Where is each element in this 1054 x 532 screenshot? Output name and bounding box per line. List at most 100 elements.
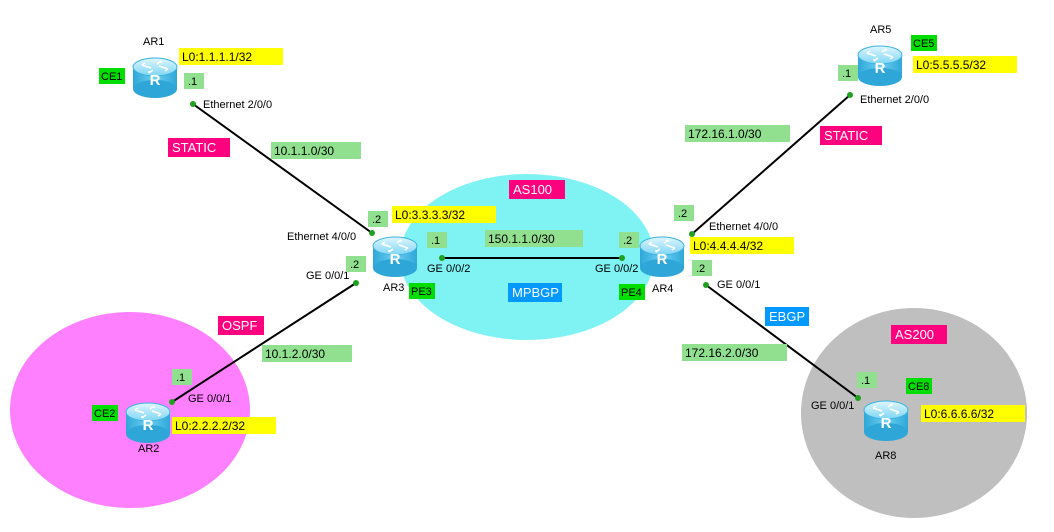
loopback-tag-ar4: L0:4.4.4.4/32: [690, 237, 794, 254]
interface-label-ar1-eth: Ethernet 2/0/0: [203, 99, 272, 111]
svg-text:.1: .1: [431, 235, 440, 247]
router-symbol: R: [875, 60, 886, 77]
ebgp-label: EBGP: [765, 307, 809, 326]
link-ar4-ar5: [691, 94, 851, 235]
port-dot: [369, 230, 375, 236]
svg-text:.1: .1: [176, 372, 185, 384]
subnet-tag-ar1-ar3: 10.1.1.0/30: [271, 142, 361, 159]
static-label-right: STATIC: [820, 126, 882, 145]
role-tag-ar1: CE1: [99, 68, 125, 84]
host-tag-ar8: .1: [857, 372, 877, 388]
port-dot: [847, 92, 853, 98]
loopback-tag-ar3: L0:3.3.3.3/32: [392, 206, 496, 223]
interface-label-ar5-eth: Ethernet 2/0/0: [860, 94, 929, 106]
svg-text:.2: .2: [696, 263, 705, 275]
svg-text:CE8: CE8: [908, 381, 929, 393]
router-symbol: R: [143, 417, 154, 434]
subnet-tag-ar4-ar8: 172.16.2.0/30: [682, 344, 787, 361]
role-tag-ar8: CE8: [906, 378, 932, 394]
svg-text:STATIC: STATIC: [824, 128, 868, 143]
link-ar1-ar3: [192, 103, 373, 234]
svg-text:L0:6.6.6.6/32: L0:6.6.6.6/32: [924, 407, 994, 421]
loopback-tag-ar8: L0:6.6.6.6/32: [921, 405, 1025, 422]
svg-text:CE1: CE1: [101, 71, 122, 83]
role-tag-ar5: CE5: [911, 35, 937, 51]
svg-text:OSPF: OSPF: [222, 318, 257, 333]
svg-text:L0:4.4.4.4/32: L0:4.4.4.4/32: [693, 239, 763, 253]
svg-text:.2: .2: [623, 235, 632, 247]
svg-text:10.1.1.0/30: 10.1.1.0/30: [274, 144, 334, 158]
svg-text:150.1.1.0/30: 150.1.1.0/30: [488, 232, 555, 246]
svg-text:CE5: CE5: [913, 38, 934, 50]
router-name-ar5: AR5: [870, 24, 891, 36]
host-tag-ar4-ge001: .2: [692, 260, 712, 276]
interface-label-ar4-ge001: GE 0/0/1: [717, 279, 760, 291]
port-dot: [439, 255, 445, 261]
port-dot: [703, 282, 709, 288]
ospf-label: OSPF: [218, 316, 264, 335]
host-tag-ar3-ge001: .2: [346, 256, 366, 272]
svg-text:PE3: PE3: [411, 286, 432, 298]
router-symbol: R: [390, 251, 401, 268]
svg-text:AS100: AS100: [513, 182, 552, 197]
svg-text:L0:1.1.1.1/32: L0:1.1.1.1/32: [182, 50, 252, 64]
subnet-tag-ar2-ar3: 10.1.2.0/30: [262, 345, 352, 362]
interface-label-ar3-eth: Ethernet 4/0/0: [287, 231, 356, 243]
svg-text:.2: .2: [372, 214, 381, 226]
port-dot: [689, 231, 695, 237]
interface-label-ar4-ge002: GE 0/0/2: [595, 263, 638, 275]
svg-text:L0:2.2.2.2/32: L0:2.2.2.2/32: [175, 419, 245, 433]
role-tag-ar4: PE4: [619, 284, 645, 300]
as200-label: AS200: [891, 325, 947, 344]
loopback-tag-ar2: L0:2.2.2.2/32: [172, 417, 276, 434]
svg-text:172.16.2.0/30: 172.16.2.0/30: [685, 346, 759, 360]
svg-text:L0:5.5.5.5/32: L0:5.5.5.5/32: [916, 58, 986, 72]
svg-text:STATIC: STATIC: [172, 140, 216, 155]
host-tag-ar3-eth: .2: [368, 211, 388, 227]
role-tag-ar3: PE3: [409, 283, 435, 299]
router-name-ar4: AR4: [652, 283, 673, 295]
as100-label: AS100: [509, 180, 565, 199]
svg-text:MPBGP: MPBGP: [512, 285, 559, 300]
port-dot: [190, 101, 196, 107]
host-tag-ar1: .1: [184, 73, 204, 89]
router-ar1[interactable]: R: [132, 57, 178, 99]
router-ar4[interactable]: R: [639, 236, 685, 278]
router-ar3[interactable]: R: [372, 236, 418, 278]
router-ar5[interactable]: R: [857, 45, 903, 87]
interface-label-ar8-ge001: GE 0/0/1: [811, 400, 854, 412]
svg-text:L0:3.3.3.3/32: L0:3.3.3.3/32: [395, 208, 465, 222]
router-symbol: R: [881, 415, 892, 432]
svg-text:.2: .2: [678, 208, 687, 220]
interface-label-ar2-ge001: GE 0/0/1: [188, 393, 231, 405]
svg-text:.1: .1: [861, 375, 870, 387]
router-name-ar2: AR2: [138, 443, 159, 455]
link-ar2-ar3: [171, 282, 357, 403]
interface-label-ar3-ge002: GE 0/0/2: [427, 263, 470, 275]
svg-text:.1: .1: [188, 76, 197, 88]
svg-text:.1: .1: [842, 68, 851, 80]
port-dots: [169, 92, 861, 405]
svg-text:PE4: PE4: [621, 287, 642, 299]
static-label-left: STATIC: [168, 138, 230, 157]
port-dot: [353, 280, 359, 286]
link-ar4-ar8: [705, 284, 859, 399]
host-tag-ar4-eth: .2: [674, 205, 694, 221]
mpbgp-label: MPBGP: [508, 283, 562, 302]
interface-label-ar4-eth: Ethernet 4/0/0: [709, 221, 778, 233]
router-name-ar8: AR8: [875, 450, 896, 462]
subnet-tag-ar4-ar5: 172.16.1.0/30: [685, 125, 790, 142]
subnet-tag-ar3-ar4: 150.1.1.0/30: [485, 230, 583, 247]
port-dot: [169, 399, 175, 405]
host-tag-ar4-ge002: .2: [619, 232, 639, 248]
router-ar2[interactable]: R: [125, 402, 171, 444]
loopback-tag-ar5: L0:5.5.5.5/32: [913, 56, 1017, 73]
host-tag-ar2: .1: [172, 369, 192, 385]
loopback-tag-ar1: L0:1.1.1.1/32: [179, 48, 283, 65]
host-tag-ar3-ge002: .1: [427, 232, 447, 248]
svg-text:172.16.1.0/30: 172.16.1.0/30: [688, 127, 762, 141]
router-ar8[interactable]: R: [863, 400, 909, 442]
router-symbol: R: [150, 72, 161, 89]
interface-label-ar3-ge001: GE 0/0/1: [306, 270, 349, 282]
